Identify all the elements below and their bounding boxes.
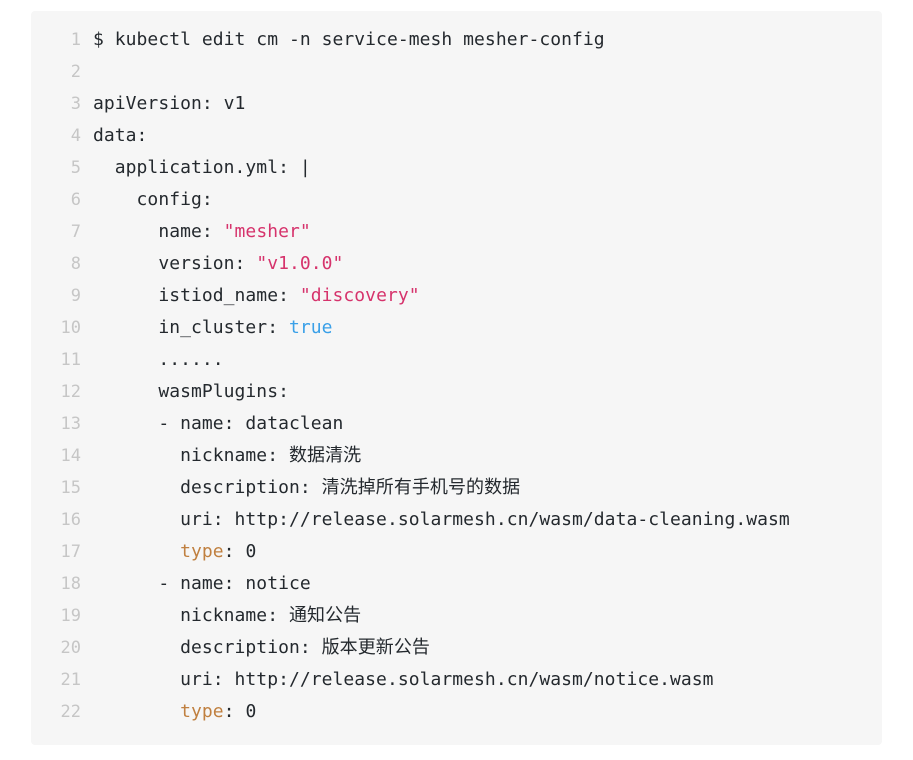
code-token-plain: config:	[93, 189, 213, 210]
code-token-plain: - name: notice	[93, 573, 311, 594]
code-line[interactable]: 8 version: "v1.0.0"	[31, 248, 882, 280]
code-line[interactable]: 1 $ kubectl edit cm -n service-mesh meshe…	[31, 24, 882, 56]
line-number: 13	[60, 414, 81, 434]
line-number: 15	[60, 478, 81, 498]
code-token-plain: nickname: 通知公告	[93, 605, 362, 626]
code-token-str: "mesher"	[223, 221, 311, 242]
line-number: 22	[60, 702, 81, 722]
code-token-plain: wasmPlugins:	[93, 381, 289, 402]
code-block[interactable]: 1 $ kubectl edit cm -n service-mesh meshe…	[31, 11, 882, 745]
line-code[interactable]: ......	[93, 344, 882, 376]
code-token-plain: uri: http://release.solarmesh.cn/wasm/no…	[93, 669, 714, 690]
code-token-plain	[93, 701, 180, 722]
code-token-plain: description: 版本更新公告	[93, 637, 430, 658]
line-code[interactable]: nickname: 数据清洗	[93, 440, 882, 472]
code-token-plain: uri: http://release.solarmesh.cn/wasm/da…	[93, 509, 790, 530]
code-line[interactable]: 18 - name: notice	[31, 568, 882, 600]
code-token-str: "discovery"	[299, 285, 420, 306]
code-token-plain: apiVersion: v1	[93, 93, 246, 114]
line-code[interactable]: type: 0	[93, 536, 882, 568]
code-token-plain: : 0	[223, 541, 257, 562]
line-code[interactable]: application.yml: |	[93, 152, 882, 184]
code-token-key-w: type	[180, 541, 224, 562]
code-line[interactable]: 11 ......	[31, 344, 882, 376]
code-line[interactable]: 20 description: 版本更新公告	[31, 632, 882, 664]
line-number: 8	[70, 254, 81, 274]
line-number: 10	[60, 318, 81, 338]
code-line[interactable]: 7 name: "mesher"	[31, 216, 882, 248]
code-line[interactable]: 22 type: 0	[31, 696, 882, 728]
code-line[interactable]: 3 apiVersion: v1	[31, 88, 882, 120]
code-line[interactable]: 14 nickname: 数据清洗	[31, 440, 882, 472]
line-number: 4	[70, 126, 81, 146]
code-line[interactable]: 15 description: 清洗掉所有手机号的数据	[31, 472, 882, 504]
line-code[interactable]: data:	[93, 120, 882, 152]
line-code[interactable]: - name: notice	[93, 568, 882, 600]
code-token-plain: in_cluster:	[93, 317, 289, 338]
line-code[interactable]: type: 0	[93, 696, 882, 728]
code-line[interactable]: 13 - name: dataclean	[31, 408, 882, 440]
code-line[interactable]: 21 uri: http://release.solarmesh.cn/wasm…	[31, 664, 882, 696]
code-token-plain: - name: dataclean	[93, 413, 344, 434]
line-number: 7	[70, 222, 81, 242]
code-line[interactable]: 9 istiod_name: "discovery"	[31, 280, 882, 312]
line-number: 2	[70, 62, 81, 82]
code-token-plain: istiod_name:	[93, 285, 300, 306]
code-line[interactable]: 6 config:	[31, 184, 882, 216]
line-code[interactable]: name: "mesher"	[93, 216, 882, 248]
code-line[interactable]: 17 type: 0	[31, 536, 882, 568]
code-token-plain: nickname: 数据清洗	[93, 445, 362, 466]
code-token-plain: $ kubectl edit cm -n service-mesh mesher…	[93, 29, 605, 50]
line-code[interactable]: wasmPlugins:	[93, 376, 882, 408]
line-number: 20	[60, 638, 81, 658]
line-number: 16	[60, 510, 81, 530]
code-token-plain: data:	[93, 125, 148, 146]
code-token-plain: application.yml: |	[93, 157, 311, 178]
line-number: 3	[70, 94, 81, 114]
line-number: 17	[60, 542, 81, 562]
line-code[interactable]: description: 版本更新公告	[93, 632, 882, 664]
line-number: 18	[60, 574, 81, 594]
code-token-plain: ......	[93, 349, 224, 370]
code-token-plain: : 0	[223, 701, 257, 722]
code-line-list: 1 $ kubectl edit cm -n service-mesh meshe…	[31, 24, 882, 728]
code-token-plain: version:	[93, 253, 257, 274]
line-number: 21	[60, 670, 81, 690]
line-code[interactable]: uri: http://release.solarmesh.cn/wasm/no…	[93, 664, 882, 696]
line-code[interactable]: config:	[93, 184, 882, 216]
line-code[interactable]: in_cluster: true	[93, 312, 882, 344]
line-code[interactable]: istiod_name: "discovery"	[93, 280, 882, 312]
code-token-plain: name:	[93, 221, 224, 242]
line-code[interactable]: version: "v1.0.0"	[93, 248, 882, 280]
line-number: 19	[60, 606, 81, 626]
code-token-plain	[93, 541, 180, 562]
code-token-str: "v1.0.0"	[256, 253, 344, 274]
code-line[interactable]: 5 application.yml: |	[31, 152, 882, 184]
line-code[interactable]: - name: dataclean	[93, 408, 882, 440]
code-token-bool: true	[288, 317, 333, 338]
line-number: 5	[70, 158, 81, 178]
line-code[interactable]: apiVersion: v1	[93, 88, 882, 120]
code-line[interactable]: 19 nickname: 通知公告	[31, 600, 882, 632]
line-number: 9	[70, 286, 81, 306]
code-token-plain: description: 清洗掉所有手机号的数据	[93, 477, 521, 498]
code-line[interactable]: 12 wasmPlugins:	[31, 376, 882, 408]
code-line[interactable]: 2	[31, 56, 882, 88]
code-token-key-w: type	[180, 701, 224, 722]
line-code[interactable]: nickname: 通知公告	[93, 600, 882, 632]
line-code[interactable]: description: 清洗掉所有手机号的数据	[93, 472, 882, 504]
code-line[interactable]: 10 in_cluster: true	[31, 312, 882, 344]
line-number: 1	[70, 30, 81, 50]
line-number: 6	[70, 190, 81, 210]
line-number: 11	[60, 350, 81, 370]
line-code[interactable]: uri: http://release.solarmesh.cn/wasm/da…	[93, 504, 882, 536]
line-code[interactable]: $ kubectl edit cm -n service-mesh mesher…	[93, 24, 882, 56]
code-line[interactable]: 16 uri: http://release.solarmesh.cn/wasm…	[31, 504, 882, 536]
code-line[interactable]: 4 data:	[31, 120, 882, 152]
line-number: 12	[60, 382, 81, 402]
line-number: 14	[60, 446, 81, 466]
